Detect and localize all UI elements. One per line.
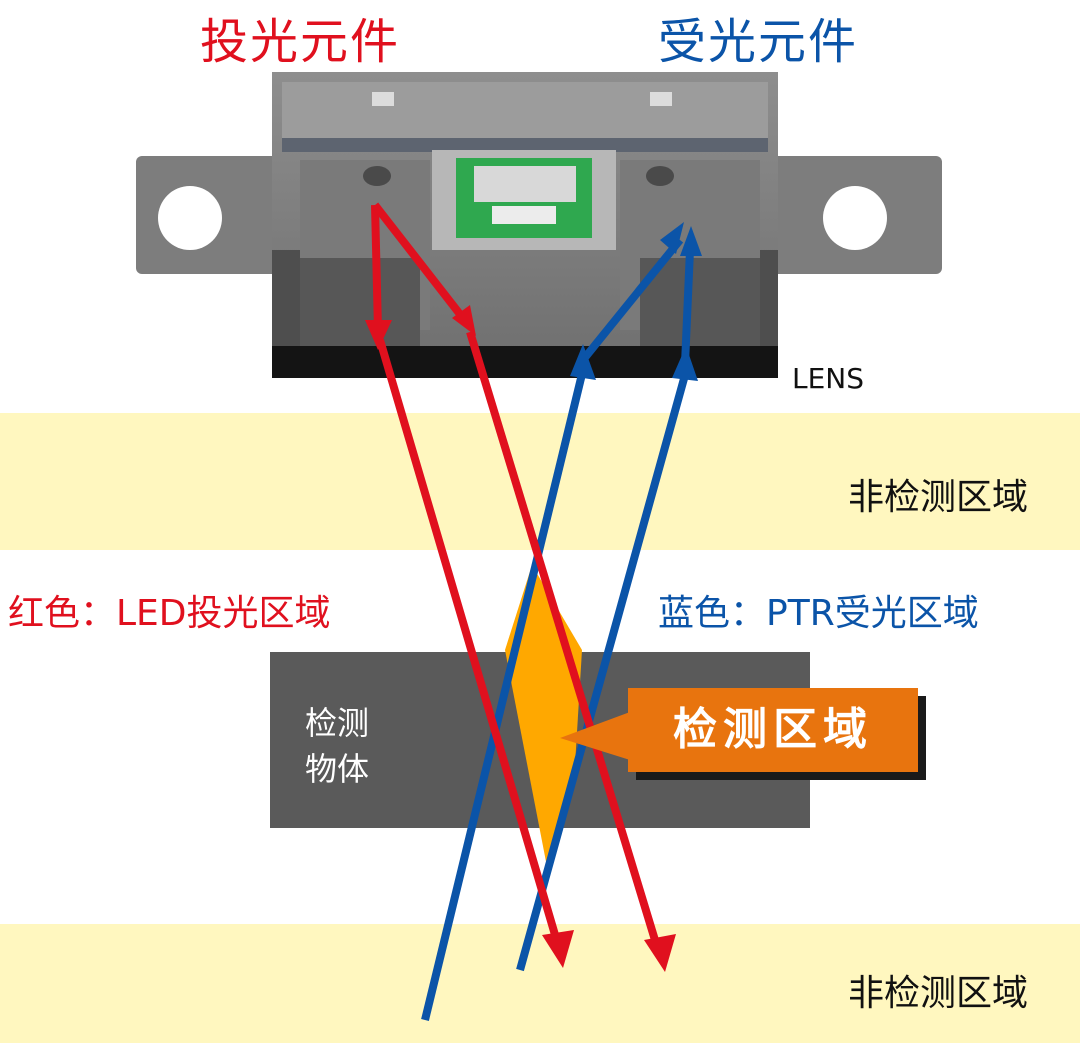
- legend-blue: 蓝色：PTR受光区域: [658, 593, 979, 634]
- emitter-arrowhead-3: [542, 930, 574, 968]
- emitter-title: 投光元件: [200, 14, 401, 70]
- receiver-arrowhead-1: [570, 344, 596, 380]
- emitter-path-inner: [466, 330, 662, 952]
- object-label-line2: 物体: [305, 750, 370, 788]
- detection-region: [505, 565, 582, 872]
- emitter-path-outer: [376, 338, 562, 947]
- non-detection-zone-bottom: [0, 924, 1080, 1043]
- sensor-housing: [136, 72, 942, 378]
- receiver-title: 受光元件: [658, 14, 859, 70]
- zone-label-bottom: 非检测区域: [848, 973, 1029, 1014]
- receiver-path-inner: [516, 373, 689, 972]
- callout-pointer: [560, 712, 630, 760]
- emitter-arrowhead-4: [644, 934, 676, 972]
- emitter-path-link-1: [371, 204, 382, 331]
- emitter-paths: [371, 202, 662, 952]
- receiver-path-link-1: [579, 237, 684, 363]
- detection-object-label: 检测 物体: [305, 700, 369, 792]
- zone-label-top: 非检测区域: [848, 477, 1029, 518]
- emitter-arrowhead-1: [365, 320, 392, 350]
- receiver-path-outer: [421, 369, 587, 1021]
- receiver-arrowhead-2: [672, 346, 698, 381]
- receiver-arrowhead-4: [680, 226, 702, 256]
- receiver-paths: [421, 237, 694, 1021]
- receiver-arrowhead-3: [660, 222, 684, 254]
- detection-zone-callout-label: 检测区域: [673, 704, 873, 755]
- emitter-path-link-2: [371, 202, 470, 325]
- non-detection-zone-top: [0, 413, 1080, 550]
- detection-zone-callout: 检测区域: [628, 688, 918, 772]
- object-label-line1: 检测: [305, 704, 370, 742]
- right-mount-hole: [823, 186, 887, 250]
- receiver-lens: [646, 166, 674, 186]
- emitter-lens: [363, 166, 391, 186]
- left-mount-hole: [158, 186, 222, 250]
- receiver-path-link-2: [681, 249, 694, 365]
- emitter-arrowhead-2: [452, 305, 476, 336]
- legend-red: 红色：LED投光区域: [8, 593, 331, 634]
- lens-label: LENS: [792, 362, 865, 395]
